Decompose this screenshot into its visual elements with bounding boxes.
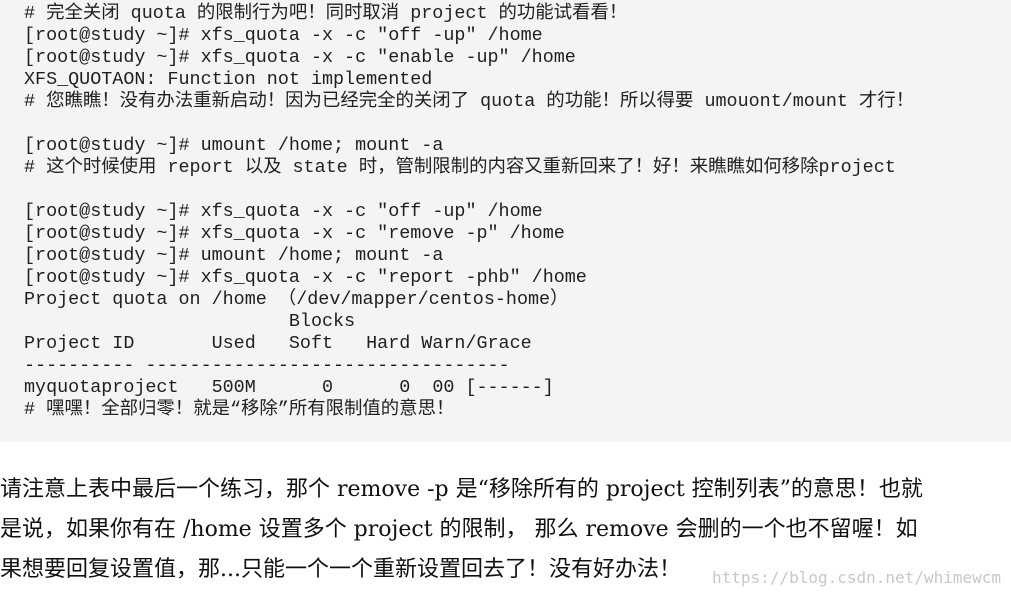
code-output-line: Project ID Used Soft Hard Warn/Grace (24, 333, 532, 354)
code-command-line: [root@study ~]# xfs_quota -x -c "remove … (24, 223, 565, 244)
code-command-line: [root@study ~]# xfs_quota -x -c "off -up… (24, 25, 543, 46)
code-command-line: [root@study ~]# xfs_quota -x -c "enable … (24, 47, 576, 68)
code-command-line: [root@study ~]# xfs_quota -x -c "report … (24, 267, 587, 288)
prose-line: 果想要回复设置值，那...只能一个一个重新设置回去了！没有好办法！ (0, 557, 681, 582)
code-blank-line (24, 179, 1011, 201)
code-comment-line: # 嘿嘿！全部归零！就是“移除”所有限制值的意思！ (24, 399, 455, 420)
prose-paragraph: 请注意上表中最后一个练习，那个 remove -p 是“移除所有的 projec… (0, 470, 1011, 590)
code-output-line: Project quota on /home （/dev/mapper/cent… (24, 289, 569, 310)
watermark-text: https://blog.csdn.net/whimewcm (712, 568, 1001, 587)
code-comment-line: # 这个时候使用 report 以及 state 时，管制限制的内容又重新回来了… (24, 157, 896, 178)
prose-line: 是说，如果你有在 /home 设置多个 project 的限制， 那么 remo… (0, 517, 918, 542)
code-command-line: [root@study ~]# umount /home; mount -a (24, 245, 444, 266)
code-output-line: Blocks (24, 311, 356, 332)
code-comment-line: # 完全关闭 quota 的限制行为吧！同时取消 project 的功能试看看！ (24, 3, 628, 24)
code-output-line: ---------- -----------------------------… (24, 355, 510, 376)
code-block: # 完全关闭 quota 的限制行为吧！同时取消 project 的功能试看看！… (0, 0, 1011, 442)
code-output-line: myquotaproject 500M 0 0 00 [------] (24, 377, 554, 398)
code-blank-line (24, 113, 1011, 135)
code-comment-line: # 您瞧瞧！没有办法重新启动！因为已经完全的关闭了 quota 的功能！所以得要… (24, 91, 915, 112)
prose-line: 请注意上表中最后一个练习，那个 remove -p 是“移除所有的 projec… (0, 477, 923, 502)
code-command-line: [root@study ~]# umount /home; mount -a (24, 135, 444, 156)
code-output-line: XFS_QUOTAON: Function not implemented (24, 69, 433, 90)
code-command-line: [root@study ~]# xfs_quota -x -c "off -up… (24, 201, 543, 222)
